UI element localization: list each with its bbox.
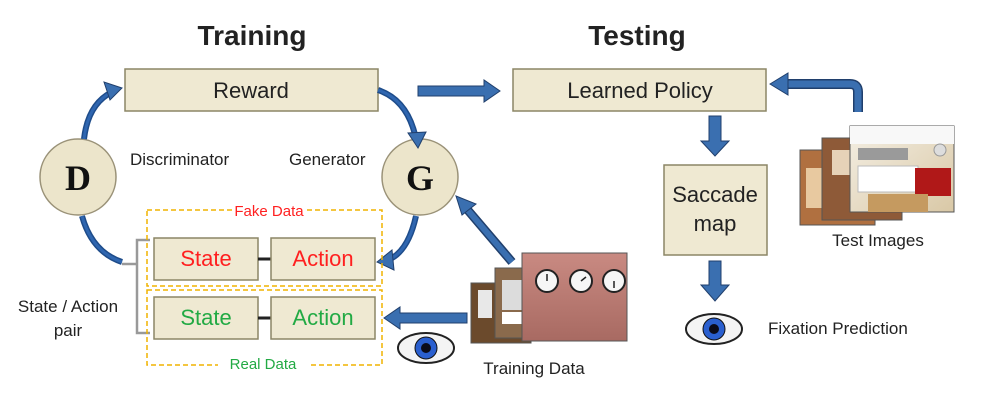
generator-to-fake-action-arrow <box>376 215 419 271</box>
saccade-label-line1: Saccade <box>672 182 758 207</box>
pair-bracket <box>122 238 150 335</box>
testing-heading: Testing <box>588 20 685 51</box>
generator-label: Generator <box>289 150 366 169</box>
training-data-caption: Training Data <box>483 359 585 378</box>
reward-box: Reward <box>124 68 379 112</box>
training-to-real-action-arrow <box>383 306 468 330</box>
training-heading: Training <box>198 20 307 51</box>
pair-label-line1: State / Action <box>18 297 118 316</box>
policy-to-saccade-arrow <box>699 115 731 157</box>
fixation-prediction-label: Fixation Prediction <box>768 319 908 338</box>
fake-state-label: State <box>180 246 231 271</box>
saccade-map-box: Saccade map <box>663 164 768 256</box>
test-images-caption: Test Images <box>832 231 924 250</box>
saccade-label-line2: map <box>694 211 737 236</box>
real-state-label: State <box>180 305 231 330</box>
real-data-group: Real Data State Action <box>146 289 383 373</box>
training-to-generator-arrow <box>455 195 516 265</box>
real-data-label: Real Data <box>230 356 297 373</box>
pair-label-line2: pair <box>54 321 83 340</box>
learned-policy-box: Learned Policy <box>512 68 767 112</box>
training-eye-icon <box>397 332 455 364</box>
reward-to-generator-arrow <box>376 87 427 149</box>
test-images-stack <box>799 125 955 226</box>
wall-clock-2 <box>569 269 593 293</box>
real-action-label: Action <box>292 305 353 330</box>
wall-clock-3 <box>602 269 626 293</box>
fake-data-label: Fake Data <box>234 203 304 220</box>
training-images-stack <box>470 252 628 344</box>
reward-to-policy-arrow <box>417 79 501 103</box>
discriminator-letter: D <box>65 158 91 198</box>
eye-icon <box>685 313 743 345</box>
discriminator-label: Discriminator <box>130 150 230 169</box>
reward-label: Reward <box>213 78 289 103</box>
fake-data-group: Fake Data State Action <box>146 203 383 287</box>
fake-action-label: Action <box>292 246 353 271</box>
discriminator-to-reward-arrow <box>81 81 123 140</box>
discriminator-node: D <box>39 138 117 216</box>
wall-clock-1 <box>535 269 559 293</box>
generator-letter: G <box>406 158 434 198</box>
saccade-to-fixation-arrow <box>699 260 731 302</box>
discriminator-to-pair-curve <box>79 215 124 265</box>
learned-policy-label: Learned Policy <box>567 78 713 103</box>
generator-node: G <box>381 138 459 216</box>
test-images-to-policy-arrow <box>769 72 863 112</box>
